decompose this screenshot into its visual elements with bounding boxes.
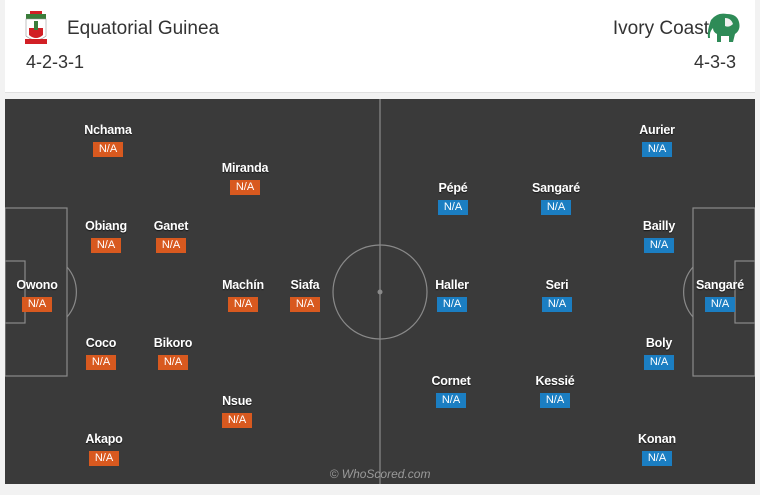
player-name: Boly — [645, 336, 673, 350]
player-away-haller[interactable]: Haller N/A — [412, 278, 492, 312]
player-rating: N/A — [705, 297, 735, 312]
player-rating: N/A — [644, 355, 674, 370]
home-team-name: Equatorial Guinea — [67, 18, 220, 39]
player-away-sangare-mid[interactable]: Sangaré N/A — [516, 181, 596, 215]
player-away-sangare-gk[interactable]: Sangaré N/A — [680, 278, 755, 312]
player-name: Seri — [545, 278, 569, 292]
player-name: Nsue — [222, 394, 252, 408]
player-home-nsue[interactable]: Nsue N/A — [197, 394, 277, 428]
player-name: Obiang — [85, 219, 127, 233]
player-home-miranda[interactable]: Miranda N/A — [205, 161, 285, 195]
player-name: Cornet — [431, 374, 471, 388]
home-formation: 4-2-3-1 — [26, 52, 85, 72]
player-rating: N/A — [93, 142, 123, 157]
player-rating: N/A — [290, 297, 320, 312]
pitch-markings — [5, 99, 755, 484]
player-name: Kessié — [535, 374, 575, 388]
player-name: Haller — [435, 278, 469, 292]
player-home-ganet[interactable]: Ganet N/A — [131, 219, 211, 253]
player-home-siafa[interactable]: Siafa N/A — [265, 278, 345, 312]
player-away-seri[interactable]: Seri N/A — [517, 278, 597, 312]
equatorial-guinea-crest-icon — [25, 11, 47, 44]
player-name: Aurier — [639, 123, 675, 137]
player-name: Miranda — [221, 161, 269, 175]
player-name: Pépé — [438, 181, 468, 195]
whoscored-credit: © WhoScored.com — [329, 467, 431, 481]
player-rating: N/A — [156, 238, 186, 253]
player-home-bikoro[interactable]: Bikoro N/A — [133, 336, 213, 370]
player-away-boly[interactable]: Boly N/A — [619, 336, 699, 370]
ivory-coast-elephant-crest-icon — [707, 13, 740, 42]
player-name: Akapo — [85, 432, 123, 446]
pitch: Owono N/A Nchama N/A Obiang N/A Coco N/A… — [5, 99, 755, 484]
player-rating: N/A — [644, 238, 674, 253]
player-name: Coco — [85, 336, 117, 350]
player-home-nchama[interactable]: Nchama N/A — [68, 123, 148, 157]
player-rating: N/A — [91, 238, 121, 253]
player-away-kessie[interactable]: Kessié N/A — [515, 374, 595, 408]
player-rating: N/A — [230, 180, 260, 195]
player-away-cornet[interactable]: Cornet N/A — [411, 374, 491, 408]
player-rating: N/A — [541, 200, 571, 215]
player-name: Sangaré — [696, 278, 744, 292]
away-team-name: Ivory Coast — [612, 18, 709, 39]
player-rating: N/A — [86, 355, 116, 370]
player-away-konan[interactable]: Konan N/A — [617, 432, 697, 466]
match-header: Equatorial Guinea 4-2-3-1 Ivory Coast 4-… — [5, 0, 755, 93]
player-rating: N/A — [540, 393, 570, 408]
player-name: Siafa — [290, 278, 320, 292]
player-rating: N/A — [436, 393, 466, 408]
player-name: Machín — [222, 278, 264, 292]
player-name: Bailly — [642, 219, 676, 233]
player-rating: N/A — [542, 297, 572, 312]
player-name: Owono — [16, 278, 58, 292]
player-home-coco[interactable]: Coco N/A — [61, 336, 141, 370]
player-rating: N/A — [228, 297, 258, 312]
player-rating: N/A — [642, 451, 672, 466]
player-rating: N/A — [438, 200, 468, 215]
player-rating: N/A — [89, 451, 119, 466]
player-home-obiang[interactable]: Obiang N/A — [66, 219, 146, 253]
player-away-pepe[interactable]: Pépé N/A — [413, 181, 493, 215]
player-rating: N/A — [437, 297, 467, 312]
player-away-bailly[interactable]: Bailly N/A — [619, 219, 699, 253]
player-home-akapo[interactable]: Akapo N/A — [64, 432, 144, 466]
player-rating: N/A — [222, 413, 252, 428]
player-name: Nchama — [84, 123, 132, 137]
player-name: Konan — [638, 432, 676, 446]
player-home-machin[interactable]: Machín N/A — [203, 278, 283, 312]
player-home-owono[interactable]: Owono N/A — [5, 278, 77, 312]
away-formation: 4-3-3 — [693, 52, 736, 72]
player-name: Bikoro — [153, 336, 193, 350]
player-name: Sangaré — [532, 181, 580, 195]
player-rating: N/A — [158, 355, 188, 370]
player-rating: N/A — [22, 297, 52, 312]
player-rating: N/A — [642, 142, 672, 157]
player-name: Ganet — [153, 219, 189, 233]
player-away-aurier[interactable]: Aurier N/A — [617, 123, 697, 157]
